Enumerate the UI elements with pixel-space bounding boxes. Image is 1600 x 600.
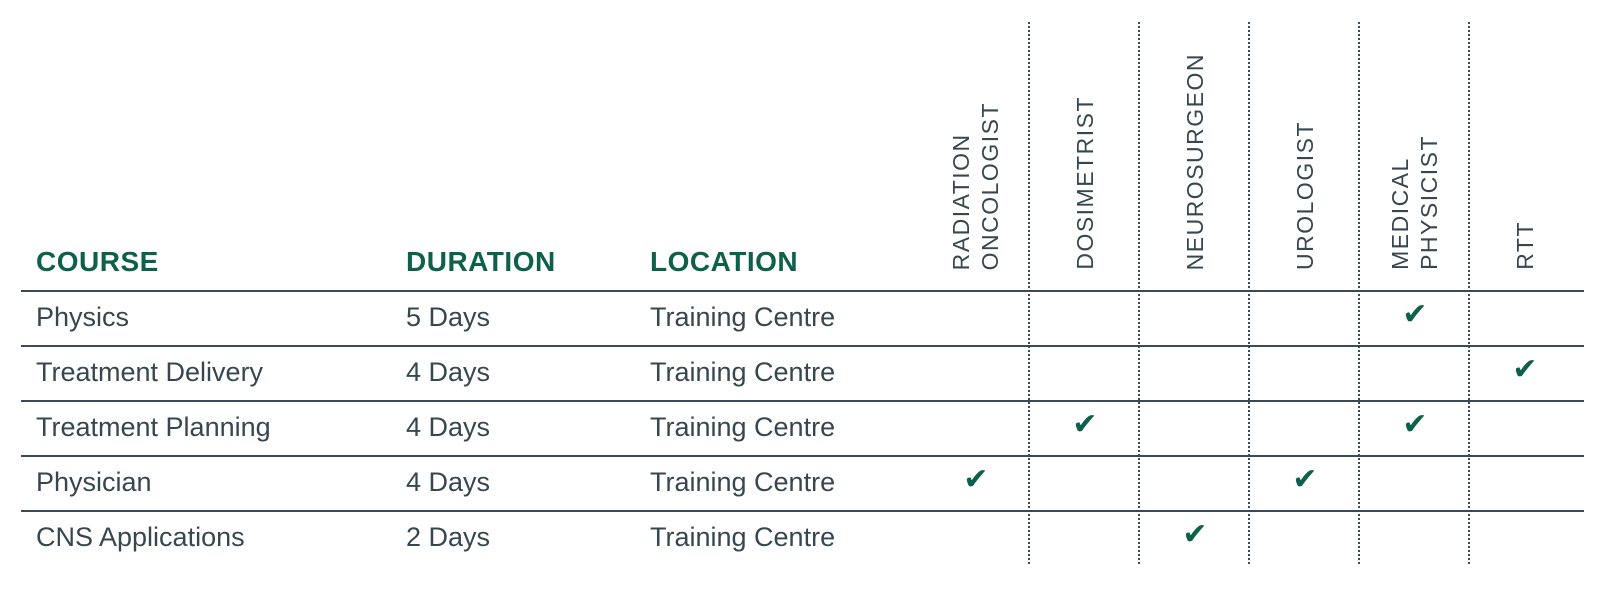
role-header-radiation-oncologist: RADIATION ONCOLOGIST (948, 101, 1003, 270)
check-icon: ✔ (1512, 352, 1538, 387)
cell-location: Training Centre (650, 522, 836, 552)
column-divider (1138, 22, 1140, 564)
row-divider (21, 510, 1584, 512)
cell-location: Training Centre (650, 467, 836, 497)
cell-duration: 4 Days (406, 357, 491, 387)
header-duration: DURATION (406, 246, 556, 277)
header-location: LOCATION (650, 246, 799, 277)
check-icon: ✔ (1292, 462, 1318, 497)
check-icon: ✔ (1402, 407, 1428, 442)
role-header-rtt: RTT (1511, 221, 1538, 270)
check-icon: ✔ (1072, 407, 1098, 442)
cell-duration: 4 Days (406, 412, 491, 442)
cell-course: CNS Applications (36, 522, 245, 552)
cell-course: Physics (36, 302, 130, 332)
cell-course: Treatment Planning (36, 412, 271, 442)
check-icon: ✔ (1182, 517, 1208, 552)
role-header-dosimetrist: DOSIMETRIST (1071, 96, 1098, 270)
column-divider (1248, 22, 1250, 564)
cell-location: Training Centre (650, 302, 836, 332)
cell-course: Treatment Delivery (36, 357, 264, 387)
role-header-medical-physicist: MEDICAL PHYSICIST (1387, 135, 1442, 270)
column-divider (1028, 22, 1030, 564)
cell-location: Training Centre (650, 412, 836, 442)
table-row: Physician 4 Days Training Centre ✔ ✔ (0, 458, 1600, 511)
cell-duration: 2 Days (406, 522, 491, 552)
check-icon: ✔ (963, 462, 989, 497)
row-divider (21, 290, 1584, 292)
table-row: Physics 5 Days Training Centre ✔ (0, 293, 1600, 346)
check-icon: ✔ (1402, 297, 1428, 332)
header-course: COURSE (36, 246, 159, 277)
table-row: Treatment Planning 4 Days Training Centre ✔… (0, 403, 1600, 456)
table-row: Treatment Delivery 4 Days Training Centre ✔ (0, 348, 1600, 401)
table-row: CNS Applications 2 Days Training Centre ✔ (0, 513, 1600, 566)
role-header-neurosurgeon: NEUROSURGEON (1181, 52, 1208, 270)
cell-course: Physician (36, 467, 152, 497)
column-divider (1468, 22, 1470, 564)
column-divider (1358, 22, 1360, 564)
row-divider (21, 345, 1584, 347)
cell-duration: 4 Days (406, 467, 491, 497)
cell-duration: 5 Days (406, 302, 491, 332)
cell-location: Training Centre (650, 357, 836, 387)
role-header-urologist: UROLOGIST (1291, 121, 1318, 270)
row-divider (21, 400, 1584, 402)
row-divider (21, 455, 1584, 457)
